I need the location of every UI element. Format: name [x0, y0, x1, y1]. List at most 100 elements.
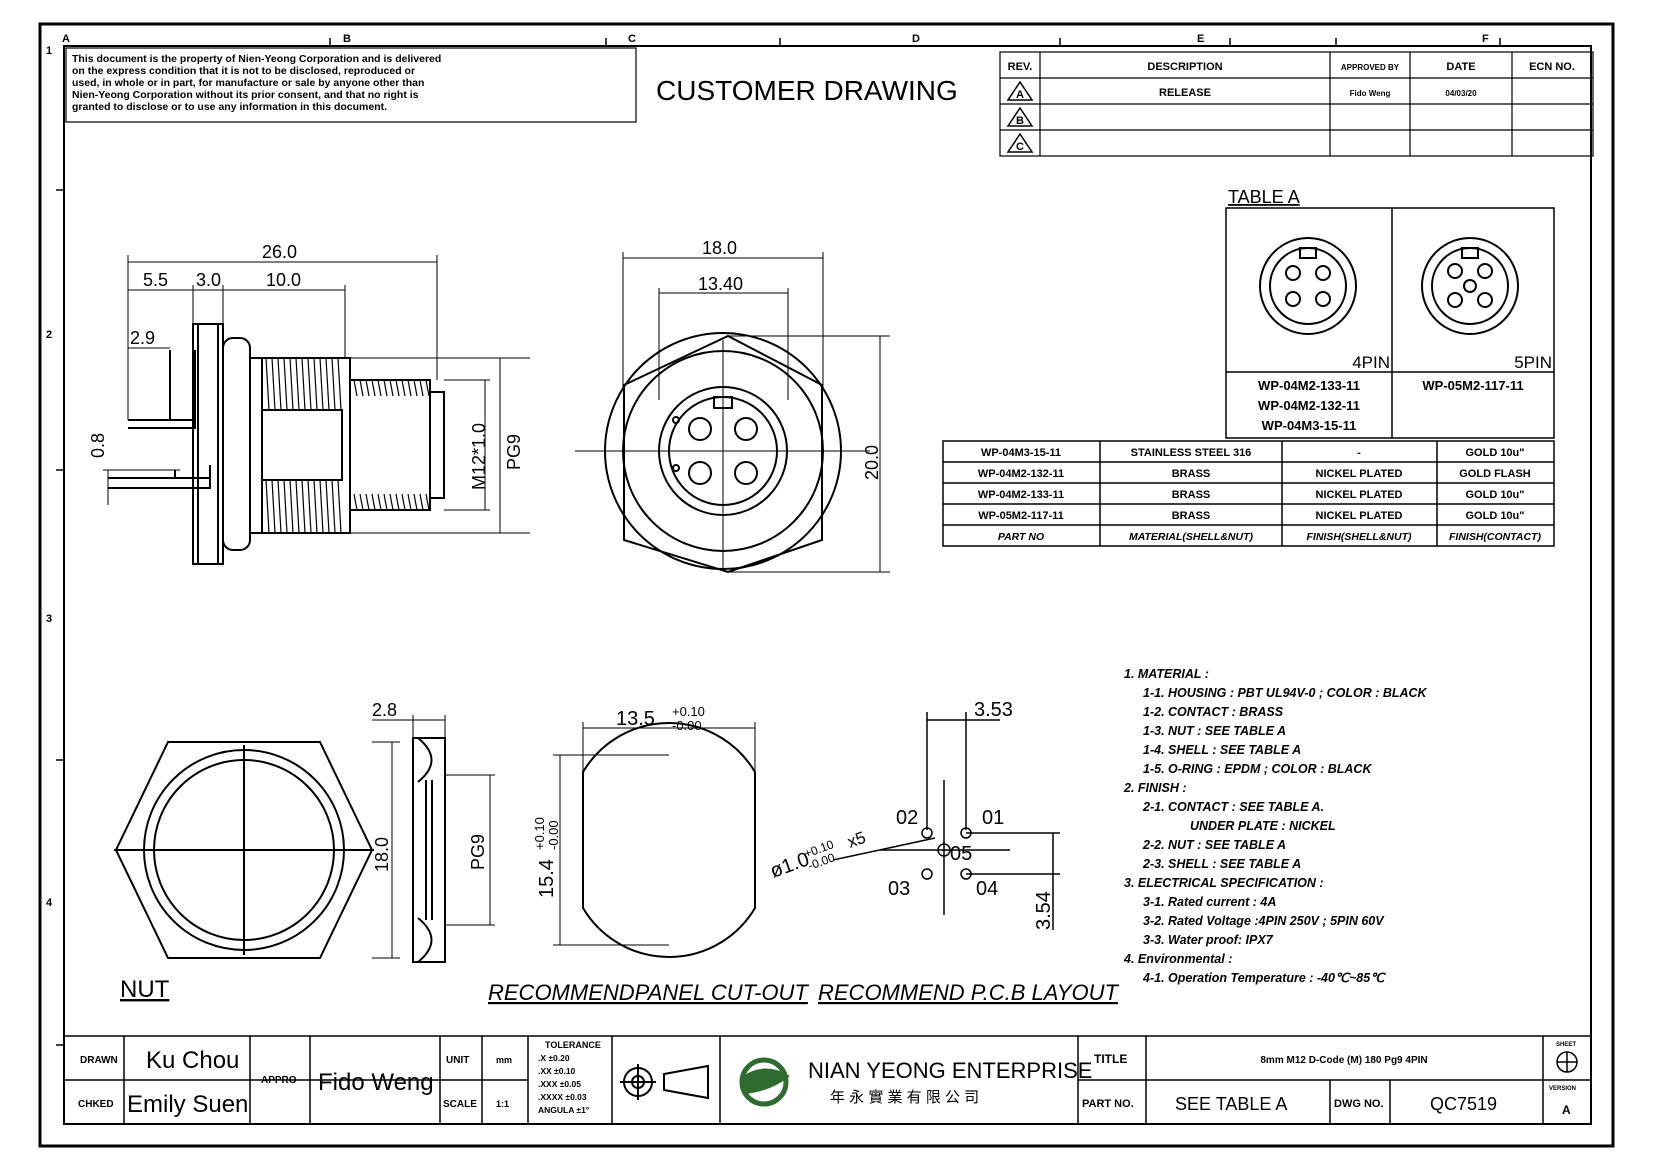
- pcb-layout: [832, 712, 1060, 930]
- parts-table-header: MATERIAL(SHELL&NUT): [1129, 531, 1254, 543]
- rev-a-date: 04/03/20: [1445, 89, 1477, 98]
- tolerance-row: ANGULA ±1°: [538, 1105, 590, 1115]
- dim-cutout-height-tol-up: +0.10: [532, 817, 547, 850]
- panel-cutout: [582, 722, 756, 958]
- cutout-dimensions: [553, 722, 756, 946]
- parts-table-cell: NICKEL PLATED: [1316, 489, 1403, 501]
- table-a-title: TABLE A: [1228, 187, 1300, 207]
- svg-text:A: A: [1016, 89, 1024, 101]
- version-label: VERSION: [1549, 1086, 1576, 1092]
- dim-pcb-hole-qty: x5: [845, 828, 868, 852]
- company-name: NIAN YEONG ENTERPRISE: [808, 1058, 1092, 1083]
- notice-box: [65, 47, 637, 123]
- front-view-dimensions: [575, 252, 890, 573]
- parts-table-cell: BRASS: [1172, 468, 1211, 480]
- table-a-4pin-part: WP-04M2-133-11: [1258, 378, 1360, 393]
- tolerance-row: .X ±0.20: [538, 1053, 570, 1063]
- svg-text:granted to disclose or to us: granted to disclose or to use any inform…: [72, 101, 387, 113]
- parts-table-cell: WP-04M2-132-11: [978, 468, 1064, 480]
- svg-text:4-1. Operation Temperature: 4-1. Operation Temperature : -40℃~85℃: [1142, 971, 1386, 985]
- dim-10-0: 10.0: [266, 270, 301, 290]
- parts-table-header: PART NO: [998, 531, 1044, 543]
- rev-triangle-icon: [1006, 106, 1034, 127]
- dim-cutout-width: 13.5: [616, 708, 655, 730]
- dim-0-8: 0.8: [88, 433, 108, 458]
- svg-text:This document is the property: This document is the property of Nien-Ye…: [72, 53, 441, 65]
- approved-label: APPRO: [261, 1075, 297, 1086]
- svg-text:1-5. O-RING : EPDM ; COLO: 1-5. O-RING : EPDM ; COLOR : BLACK: [1143, 762, 1372, 776]
- dim-nut-diameter: 18.0: [372, 837, 392, 872]
- column-markers: [56, 38, 1501, 1046]
- svg-text:2-2. NUT : SEE TABLE A: 2-2. NUT : SEE TABLE A: [1142, 838, 1286, 852]
- pin-02-label: 02: [896, 807, 918, 829]
- nut-label: NUT: [120, 976, 170, 1003]
- side-view: [108, 323, 445, 565]
- svg-text:Nien-Yeong Corporation without: Nien-Yeong Corporation without its prior…: [72, 89, 419, 101]
- parts-table-cell: BRASS: [1172, 510, 1211, 522]
- outer-frame: [38, 22, 1615, 1148]
- svg-text:3-2. Rated Voltage :4PIN 2: 3-2. Rated Voltage :4PIN 250V ; 5PIN 60V: [1143, 914, 1385, 928]
- checked-value: Emily Suen: [127, 1091, 248, 1118]
- revision-table: [999, 51, 1594, 157]
- tolerance-row: .XXX ±0.05: [538, 1079, 581, 1089]
- parts-table-cell: STAINLESS STEEL 316: [1131, 447, 1252, 459]
- parts-table-cell: BRASS: [1172, 489, 1211, 501]
- parts-table-grid: [942, 440, 1555, 547]
- row-number-3: 3: [46, 613, 52, 625]
- dim-cutout-width-tol-up: +0.10: [672, 704, 705, 719]
- dim-5-5: 5.5: [143, 270, 168, 290]
- unit-label: UNIT: [446, 1055, 469, 1066]
- svg-text:B: B: [1016, 115, 1024, 127]
- parts-table-cell: GOLD 10u": [1465, 489, 1524, 501]
- drawing-title: CUSTOMER DRAWING: [656, 75, 958, 106]
- rev-header-description: DESCRIPTION: [1147, 61, 1222, 73]
- projection-symbol-icon: [620, 1064, 709, 1100]
- col-letter-c: C: [628, 33, 636, 45]
- dim-front-inner: 13.40: [698, 274, 743, 294]
- parts-table-cell: WP-04M3-15-11: [981, 447, 1061, 459]
- dim-cutout-width-tol-dn: -0.00: [672, 718, 702, 733]
- drawn-value: Ku Chou: [146, 1047, 239, 1074]
- parts-table-cell: WP-04M2-133-11: [978, 489, 1064, 501]
- rev-header-date: DATE: [1446, 61, 1475, 73]
- svg-text:3-1. Rated current : 4A: 3-1. Rated current : 4A: [1143, 895, 1276, 909]
- table-a-5pin-part: WP-05M2-117-11: [1422, 378, 1523, 393]
- pin-01-label: 01: [982, 807, 1004, 829]
- row-number-2: 2: [46, 329, 52, 341]
- dwg-no-value: QC7519: [1430, 1094, 1497, 1114]
- rev-triangle-icon: [1006, 80, 1034, 101]
- rev-triangle-icon: [1006, 132, 1034, 153]
- part-no-value: SEE TABLE A: [1175, 1094, 1287, 1114]
- svg-text:C: C: [1016, 141, 1024, 153]
- cutout-label: RECOMMENDPANEL CUT-OUT: [488, 980, 809, 1005]
- scale-value: 1:1: [496, 1099, 509, 1109]
- nut-view: [114, 737, 446, 963]
- dim-cutout-height: 15.4: [536, 859, 558, 898]
- svg-text:UNDER PLATE : NICKEL: UNDER PLATE : NICKEL: [1190, 819, 1336, 833]
- svg-text:used, in whole or in part, for: used, in whole or in part, for manufactu…: [72, 77, 424, 89]
- company-name-chinese: 年 永 實 業 有 限 公 司: [830, 1088, 979, 1106]
- drawn-label: DRAWN: [80, 1055, 118, 1066]
- dim-3-0: 3.0: [196, 270, 221, 290]
- rev-header-approved: APPROVED BY: [1341, 63, 1400, 72]
- svg-text:3. ELECTRICAL SPECIFICATION: 3. ELECTRICAL SPECIFICATION :: [1124, 876, 1324, 890]
- dim-pg9: PG9: [504, 434, 524, 470]
- unit-value: mm: [496, 1055, 512, 1065]
- col-letter-f: F: [1482, 33, 1489, 45]
- dim-nut-pg9: PG9: [468, 834, 488, 870]
- notice-text: This document is the property of Nien-Ye…: [72, 53, 441, 113]
- svg-text:1-3. NUT : SEE TABLE A: 1-3. NUT : SEE TABLE A: [1143, 724, 1286, 738]
- svg-text:2-3. SHELL : SEE TABLE A: 2-3. SHELL : SEE TABLE A: [1142, 857, 1301, 871]
- table-a-4pin-label: 4PIN: [1352, 353, 1390, 372]
- pin-05-label: 05: [950, 843, 972, 865]
- sheet-label: SHEET: [1556, 1042, 1576, 1048]
- col-letter-d: D: [912, 33, 920, 45]
- table-a-5pin-label: 5PIN: [1514, 353, 1552, 372]
- title-label: TITLE: [1094, 1052, 1127, 1066]
- notes-block: 1. MATERIAL : 1-1. HOUSING : PBT UL94V-0…: [1123, 667, 1428, 985]
- thread-hatching: [265, 357, 430, 534]
- dwg-no-label: DWG NO.: [1334, 1098, 1384, 1110]
- rev-header-ecn: ECN NO.: [1529, 61, 1575, 73]
- version-value: A: [1562, 1103, 1571, 1117]
